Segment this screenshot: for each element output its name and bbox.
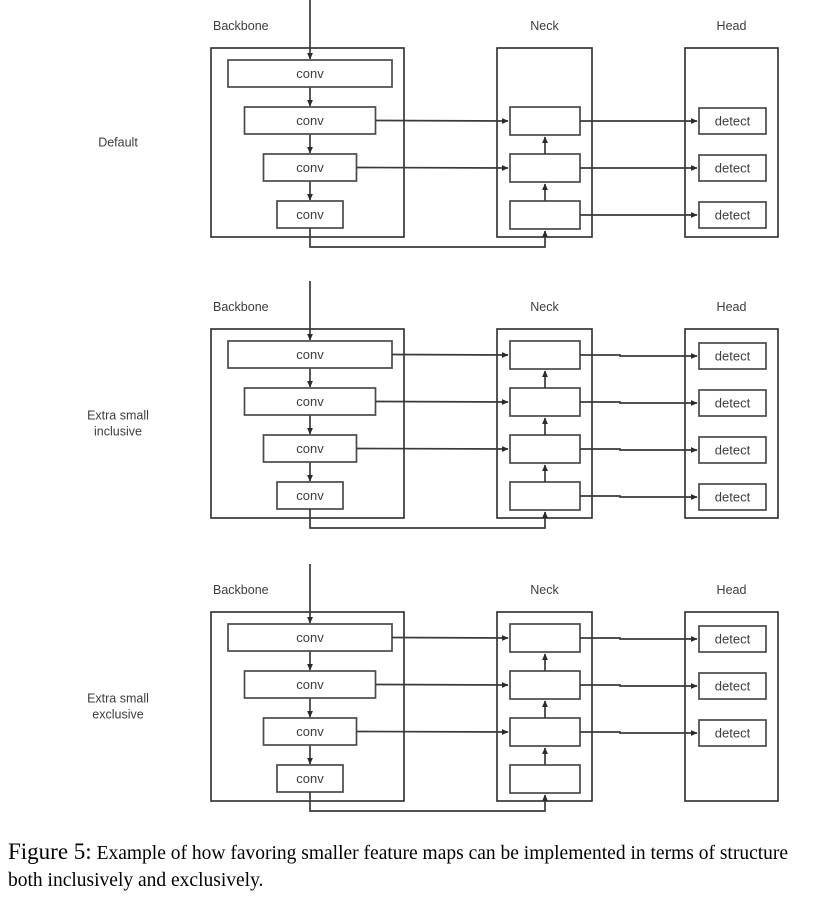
detect-label: detect [715, 208, 751, 223]
detect-label: detect [715, 396, 751, 411]
conv-label: conv [296, 771, 324, 786]
conv-box[interactable] [243, 387, 377, 416]
column-header-head: Head [717, 583, 747, 597]
detect-label: detect [715, 443, 751, 458]
panel-extra-small-exclusive: Extra small exclusive Backbone Neck Head conv… [87, 564, 779, 812]
neck-box[interactable] [509, 153, 581, 183]
conv-to-neck-arrow [391, 635, 509, 641]
conv-to-neck-arrow [356, 729, 509, 735]
detect-box[interactable] [698, 107, 767, 135]
neck-to-detect-arrow [580, 683, 698, 689]
column-header-backbone: Backbone [213, 300, 269, 314]
conv-label: conv [296, 347, 324, 362]
conv-label: conv [296, 160, 324, 175]
neck-box[interactable] [509, 387, 581, 417]
detect-label: detect [715, 161, 751, 176]
panel-extra-small-inclusive: Extra small inclusive Backbone Neck Head conv… [87, 281, 779, 529]
figure-caption: Figure 5: Example of how favoring smalle… [8, 836, 814, 895]
detect-box[interactable] [698, 436, 767, 464]
column-header-neck: Neck [530, 300, 559, 314]
column-header-backbone: Backbone [213, 583, 269, 597]
figure-label: Figure 5: [8, 839, 92, 864]
detect-box[interactable] [698, 154, 767, 182]
column-header-backbone: Backbone [213, 19, 269, 33]
detect-label: detect [715, 114, 751, 129]
neck-box[interactable] [509, 623, 581, 653]
neck-box[interactable] [509, 106, 581, 136]
detect-box[interactable] [698, 342, 767, 370]
conv-to-neck-arrow [356, 165, 509, 171]
detect-label: detect [715, 632, 751, 647]
detect-box[interactable] [698, 201, 767, 229]
backbone-bottom-to-neck-arrow [309, 228, 548, 248]
conv-to-neck-arrow [375, 399, 509, 405]
conv-label: conv [296, 66, 324, 81]
conv-box[interactable] [262, 153, 358, 182]
neck-box[interactable] [509, 670, 581, 700]
conv-to-neck-arrow [356, 446, 509, 452]
panel-row-label: Default [98, 136, 138, 150]
conv-box[interactable] [262, 434, 358, 463]
column-header-head: Head [717, 300, 747, 314]
conv-to-neck-arrow [391, 352, 509, 358]
neck-to-detect-arrow [580, 400, 698, 406]
detect-box[interactable] [698, 672, 767, 700]
neck-to-detect-arrow [580, 447, 698, 453]
neck-to-detect-arrow [580, 494, 698, 500]
backbone-bottom-to-neck-arrow [309, 509, 548, 529]
panel-row-label: exclusive [92, 708, 143, 722]
neck-to-detect-arrow [580, 730, 698, 736]
panel-default: Default Backbone Neck Head conv conv conv conv d… [98, 0, 779, 248]
conv-label: conv [296, 488, 324, 503]
figure-caption-text: Example of how favoring smaller feature … [8, 843, 789, 891]
conv-box[interactable] [227, 59, 393, 88]
conv-box[interactable] [262, 717, 358, 746]
neck-box[interactable] [509, 340, 581, 370]
conv-label: conv [296, 441, 324, 456]
panel-row-label: inclusive [94, 425, 142, 439]
column-header-head: Head [717, 19, 747, 33]
conv-to-neck-arrow [375, 118, 509, 124]
neck-box[interactable] [509, 434, 581, 464]
conv-label: conv [296, 207, 324, 222]
detect-label: detect [715, 679, 751, 694]
conv-label: conv [296, 724, 324, 739]
neck-to-detect-arrow [580, 353, 698, 359]
detect-label: detect [715, 349, 751, 364]
backbone-bottom-to-neck-arrow [309, 792, 548, 812]
neck-box[interactable] [509, 717, 581, 747]
conv-label: conv [296, 113, 324, 128]
neck-box[interactable] [509, 481, 581, 511]
panel-row-label: Extra small [87, 409, 149, 423]
column-header-neck: Neck [530, 19, 559, 33]
detect-box[interactable] [698, 625, 767, 653]
detect-label: detect [715, 726, 751, 741]
conv-box[interactable] [276, 200, 344, 229]
conv-label: conv [296, 630, 324, 645]
detect-box[interactable] [698, 719, 767, 747]
column-header-neck: Neck [530, 583, 559, 597]
neck-box[interactable] [509, 764, 581, 794]
conv-to-neck-arrow [375, 682, 509, 688]
conv-box[interactable] [227, 340, 393, 369]
conv-label: conv [296, 677, 324, 692]
detect-label: detect [715, 490, 751, 505]
panel-row-label: Extra small [87, 692, 149, 706]
detect-box[interactable] [698, 389, 767, 417]
neck-to-detect-arrow [580, 636, 698, 642]
neck-box[interactable] [509, 200, 581, 230]
conv-label: conv [296, 394, 324, 409]
detect-box[interactable] [698, 483, 767, 511]
